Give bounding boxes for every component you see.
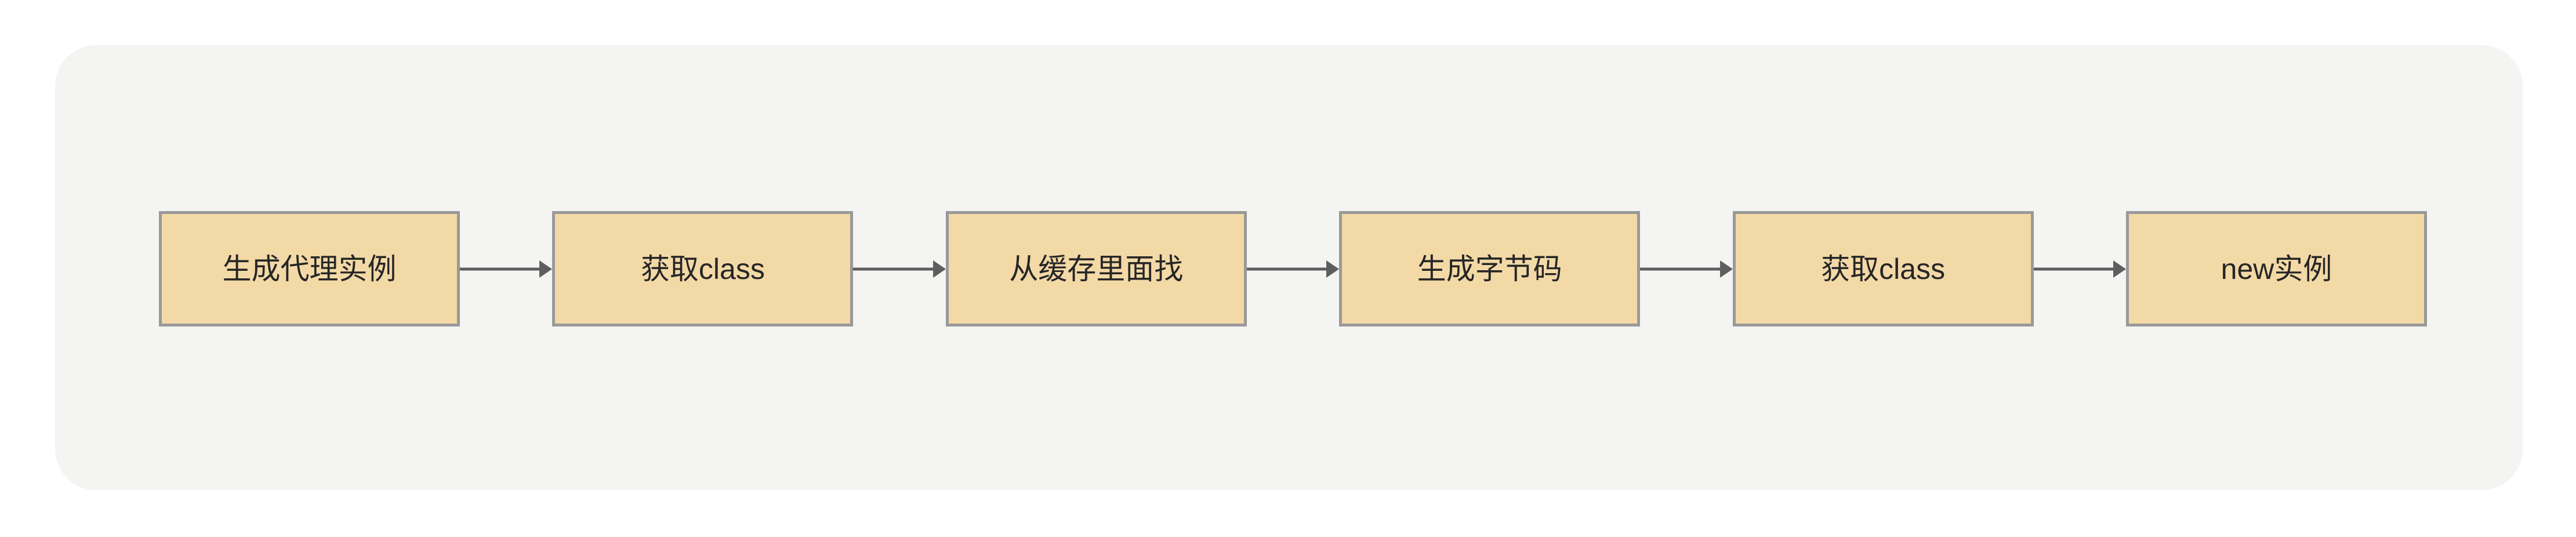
arrow-head-icon (2113, 260, 2127, 278)
flow-panel: 生成代理实例 获取class 从缓存里面找 生成字节码 (55, 45, 2523, 490)
flow-node-4[interactable]: 生成字节码 (1339, 211, 1641, 326)
flow-arrow-1 (460, 211, 553, 326)
arrow-head-icon (1719, 260, 1733, 278)
flow-node-3[interactable]: 从缓存里面找 (945, 211, 1247, 326)
flow-node-5-label: 获取class (1821, 252, 1946, 285)
flow-node-1[interactable]: 生成代理实例 (159, 211, 460, 326)
flow-node-5[interactable]: 获取class (1732, 211, 2034, 326)
flow-arrow-5 (2033, 211, 2127, 326)
arrow-head-icon (539, 260, 553, 278)
flow-node-6[interactable]: new实例 (2126, 211, 2428, 326)
arrow-head-icon (1326, 260, 1340, 278)
flow-node-2[interactable]: 获取class (552, 211, 854, 326)
flow-node-1-label: 生成代理实例 (222, 252, 397, 285)
arrow-line-icon (853, 267, 935, 270)
flow-node-6-label: new实例 (2221, 252, 2332, 285)
flow-node-4-label: 生成字节码 (1417, 252, 1562, 285)
arrow-line-icon (1640, 267, 1722, 270)
flow-arrow-4 (1640, 211, 1733, 326)
flow-arrow-2 (853, 211, 946, 326)
flow-arrow-3 (1246, 211, 1340, 326)
arrow-head-icon (933, 260, 946, 278)
flow-node-2-label: 获取class (640, 252, 765, 285)
arrow-line-icon (1246, 267, 1329, 270)
flow-node-3-label: 从缓存里面找 (1009, 252, 1184, 285)
arrow-line-icon (460, 267, 542, 270)
arrow-line-icon (2033, 267, 2116, 270)
flow-sequence: 生成代理实例 获取class 从缓存里面找 生成字节码 (159, 211, 2428, 326)
